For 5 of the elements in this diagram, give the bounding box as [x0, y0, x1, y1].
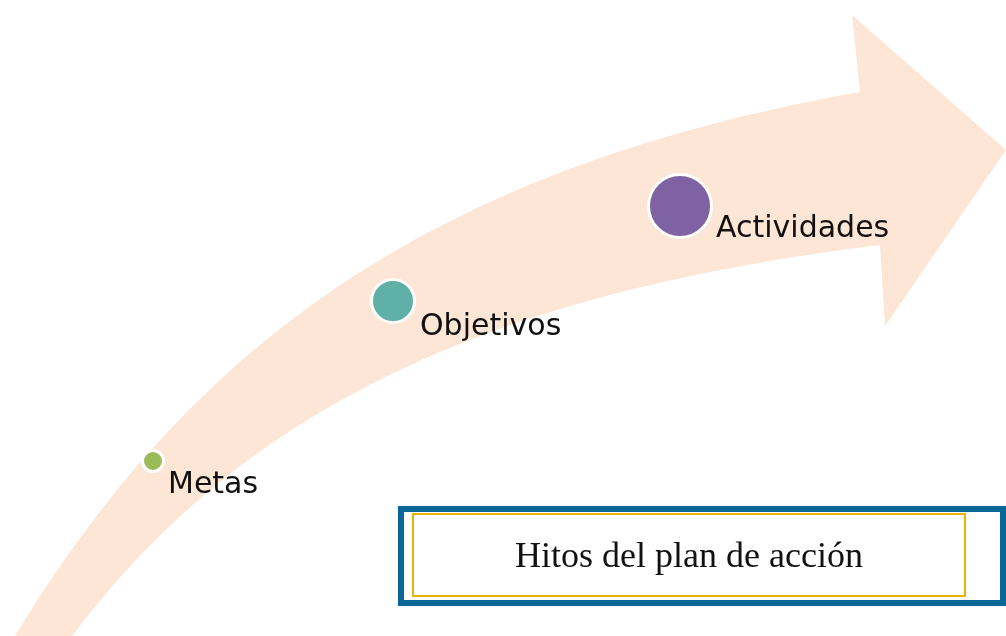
milestone-label: Metas	[168, 468, 259, 498]
milestone-label: Objetivos	[420, 310, 562, 340]
circle-marker	[141, 449, 165, 473]
milestone-label: Actividades	[716, 212, 890, 242]
title: Hitos del plan de acción	[412, 513, 966, 597]
